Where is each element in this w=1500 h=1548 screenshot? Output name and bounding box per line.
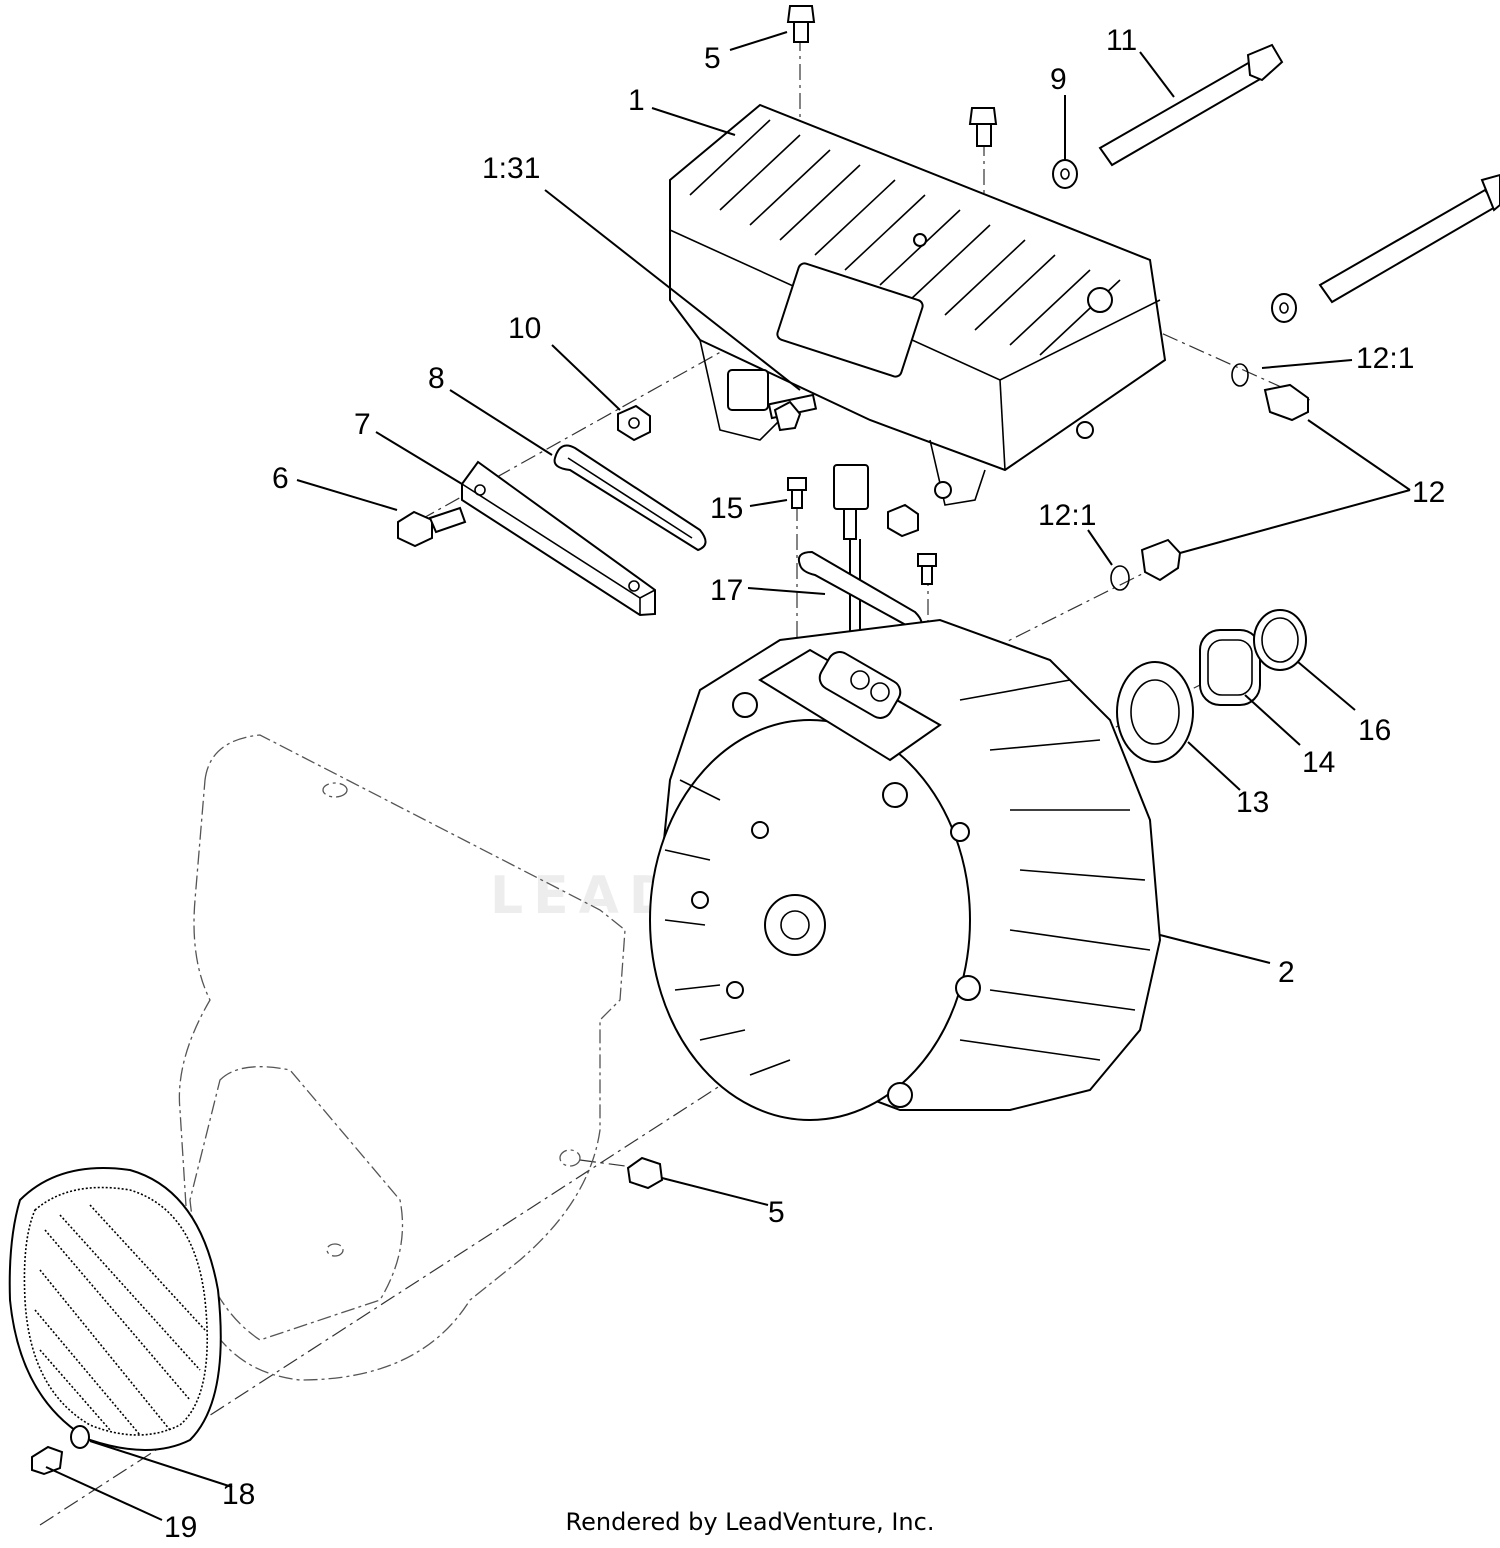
long-bolt-11-part: [1098, 43, 1500, 304]
washer-18-part: [70, 1425, 90, 1449]
gasket-8-part: [553, 444, 707, 552]
callout-14: 14: [1302, 746, 1335, 779]
nut-center-part: [887, 503, 919, 538]
callout-5-top: 5: [704, 42, 721, 75]
footer-credit: Rendered by LeadVenture, Inc.: [565, 1508, 935, 1536]
callout-12: 12: [1412, 476, 1445, 509]
callout-2: 2: [1278, 956, 1295, 989]
leader-lines: [45, 31, 1411, 1521]
callout-labels: 1 1:31 5 6 7 8 9 10 11 12:1 12 12:1 15 1…: [164, 24, 1445, 1544]
bolt-head-middle-part: [968, 107, 998, 147]
plug-12-part: [1110, 363, 1309, 591]
callout-12-1-lower: 12:1: [1038, 499, 1096, 532]
wire-harness-part: [833, 464, 869, 690]
bolt-5-bottom-part: [626, 1156, 664, 1190]
blower-shroud-phantom: [178, 734, 626, 1381]
callout-6: 6: [272, 462, 289, 495]
seal-13-part: [1116, 661, 1194, 763]
crankcase-part: [649, 618, 1162, 1121]
callout-9: 9: [1050, 63, 1067, 96]
callout-17: 17: [710, 574, 743, 607]
washer-9-part: [1052, 159, 1297, 323]
callout-16: 16: [1358, 714, 1391, 747]
bolt-6-part: [397, 506, 467, 548]
connector-part: [727, 369, 818, 432]
callout-15: 15: [710, 492, 743, 525]
nut-10-part: [617, 404, 651, 442]
callout-19: 19: [164, 1511, 197, 1544]
callout-11: 11: [1106, 24, 1137, 57]
screw-19-part: [31, 1445, 64, 1476]
plate-7-part: [461, 460, 656, 617]
cylinder-head-part: [669, 103, 1167, 506]
bolt-5-top-part: [786, 5, 816, 43]
callout-7: 7: [354, 408, 371, 441]
ring-16-part: [1253, 609, 1307, 671]
intake-screen-part: [8, 1167, 222, 1451]
callout-5-bottom: 5: [768, 1196, 785, 1229]
callout-8: 8: [428, 362, 445, 395]
callout-18: 18: [222, 1478, 255, 1511]
gasket-14-part: [1199, 629, 1261, 706]
callout-12-1-upper: 12:1: [1356, 342, 1414, 375]
callout-1-31: 1:31: [482, 152, 540, 185]
callout-1: 1: [628, 84, 645, 117]
callout-10: 10: [508, 312, 541, 345]
callout-13: 13: [1236, 786, 1269, 819]
screw-15-part: [787, 477, 937, 585]
